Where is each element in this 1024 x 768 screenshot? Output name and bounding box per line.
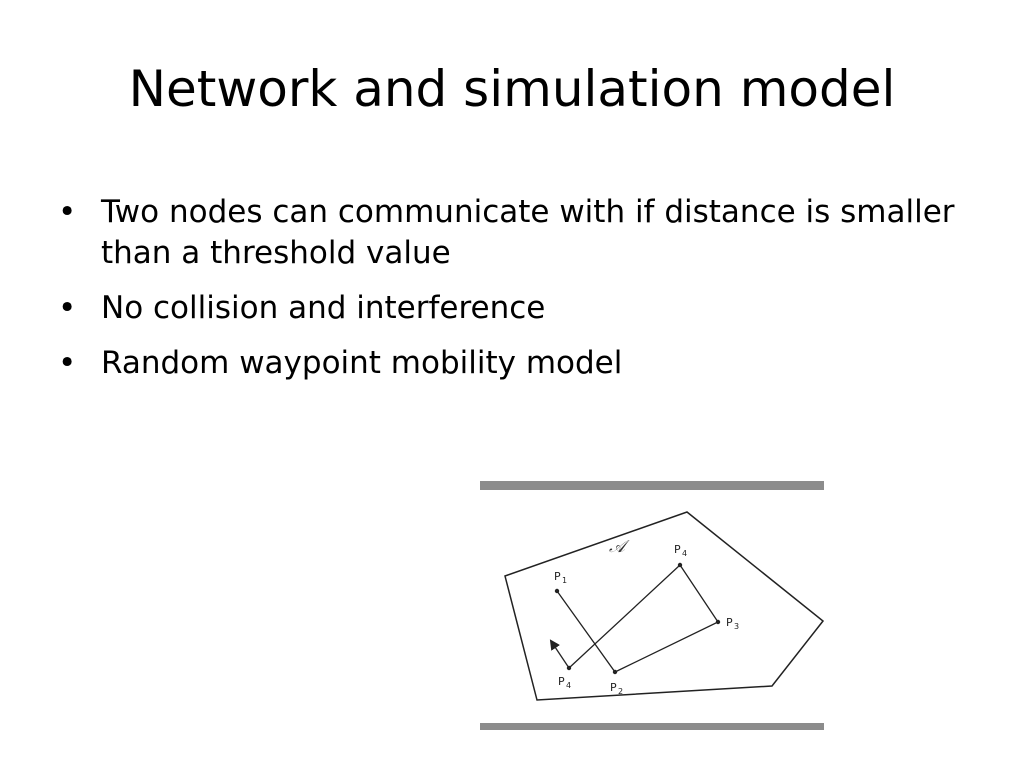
figure-top-bar — [480, 481, 824, 490]
waypoint-p4-lower-dot — [566, 665, 572, 671]
waypoint-p1-label: P 1 — [554, 570, 567, 585]
bullet-mark: • — [58, 194, 77, 230]
waypoint-p1-dot — [554, 588, 560, 594]
bullet-mark: • — [58, 289, 77, 326]
node-trajectory — [556, 564, 719, 673]
figure-bottom-bar — [480, 723, 824, 730]
svg-text:3: 3 — [734, 622, 739, 631]
movement-arrow — [549, 639, 570, 669]
waypoint-p3-label: P 3 — [726, 616, 739, 631]
svg-text:2: 2 — [618, 687, 623, 696]
svg-text:P: P — [554, 570, 561, 583]
bullet-text: Two nodes can communicate with if distan… — [101, 194, 955, 271]
bullet-item: • Two nodes can communicate with if dist… — [58, 192, 968, 274]
svg-text:P: P — [726, 616, 733, 629]
waypoint-p4-lower-label: P 4 — [558, 675, 571, 690]
slide-title: Network and simulation model — [128, 60, 896, 118]
bullet-item: • No collision and interference — [58, 288, 968, 329]
bullet-text: No collision and interference — [101, 289, 546, 326]
waypoint-p2-label: P 2 — [610, 681, 623, 696]
bullet-mark: • — [58, 344, 77, 381]
svg-text:P: P — [674, 543, 681, 556]
waypoint-p2-dot — [612, 669, 618, 675]
svg-text:P: P — [610, 681, 617, 694]
bullet-item: • Random waypoint mobility model — [58, 343, 968, 384]
waypoint-p4-upper-label: P 4 — [674, 543, 687, 558]
mobility-diagram: 𝒜 P 1 P 2 P 3 P 4 P 4 — [480, 481, 824, 730]
svg-text:4: 4 — [566, 681, 571, 690]
bullet-list: • Two nodes can communicate with if dist… — [58, 192, 968, 398]
area-label: 𝒜 — [609, 537, 630, 557]
bullet-text: Random waypoint mobility model — [101, 344, 623, 381]
waypoint-p3-dot — [715, 619, 721, 625]
waypoint-p4-upper-dot — [677, 562, 683, 568]
svg-text:P: P — [558, 675, 565, 688]
mobility-model-figure: 𝒜 P 1 P 2 P 3 P 4 P 4 — [480, 481, 824, 730]
svg-text:4: 4 — [682, 549, 687, 558]
simulation-area-boundary — [504, 511, 824, 701]
svg-text:1: 1 — [562, 576, 567, 585]
